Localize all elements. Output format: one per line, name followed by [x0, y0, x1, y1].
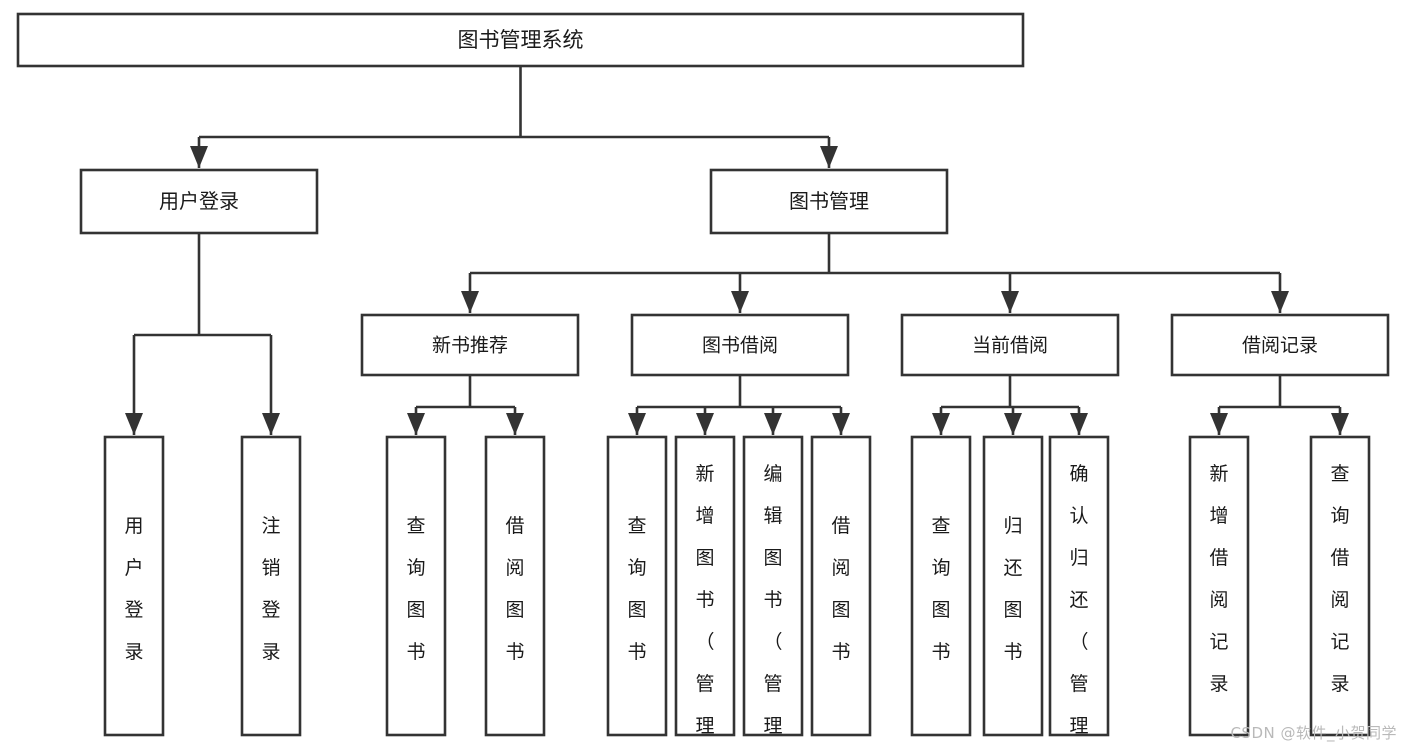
arrow-head-icon: [696, 413, 714, 435]
arrow-head-icon: [832, 413, 850, 435]
arrow-head-icon: [461, 291, 479, 313]
node-3[interactable]: 新书推荐: [360, 313, 580, 377]
leaf-label: 借阅图书: [505, 515, 524, 663]
arrow-head-icon: [1070, 413, 1088, 435]
arrow-head-icon: [820, 146, 838, 168]
arrow-head-icon: [1331, 413, 1349, 435]
arrow-head-icon: [1001, 291, 1019, 313]
leaf-node[interactable]: 借阅图书: [810, 435, 872, 737]
leaf-node[interactable]: 注销登录: [240, 435, 302, 737]
node-label: 图书借阅: [702, 335, 778, 357]
node-layer: 图书管理系统用户登录图书管理新书推荐图书借阅当前借阅借阅记录用户登录注销登录查询…: [16, 12, 1390, 747]
arrow-head-icon: [262, 413, 280, 435]
leaf-label: 用户登录: [124, 515, 143, 663]
leaf-label: 新增图书（管理员）: [695, 463, 714, 747]
arrow-head-icon: [125, 413, 143, 435]
node-3[interactable]: 借阅记录: [1170, 313, 1390, 377]
arrow-head-icon: [407, 413, 425, 435]
leaf-label: 注销登录: [261, 515, 280, 663]
node-label: 用户登录: [159, 189, 239, 213]
leaf-node[interactable]: 新增借阅记录: [1188, 435, 1250, 737]
leaf-node[interactable]: 编辑图书（管理员）: [742, 435, 804, 747]
arrow-head-icon: [506, 413, 524, 435]
node-label: 当前借阅: [972, 335, 1048, 357]
node-label: 新书推荐: [432, 335, 508, 357]
leaf-node[interactable]: 查询借阅记录: [1309, 435, 1371, 737]
watermark-text: CSDN @软件_小贺同学: [1230, 724, 1397, 742]
node-3[interactable]: 图书借阅: [630, 313, 850, 377]
node-label: 借阅记录: [1242, 335, 1318, 357]
arrow-head-icon: [628, 413, 646, 435]
leaf-node[interactable]: 查询图书: [606, 435, 668, 737]
leaf-label: 确认归还（管理员）: [1069, 463, 1088, 747]
leaf-node[interactable]: 新增图书（管理员）: [674, 435, 736, 747]
arrow-head-icon: [190, 146, 208, 168]
leaf-node[interactable]: 用户登录: [103, 435, 165, 737]
arrow-head-icon: [1004, 413, 1022, 435]
leaf-label: 查询图书: [406, 515, 425, 663]
leaf-label: 查询图书: [931, 515, 950, 663]
leaf-label: 借阅图书: [831, 515, 850, 663]
leaf-node[interactable]: 查询图书: [385, 435, 447, 737]
leaf-label: 归还图书: [1003, 515, 1022, 663]
node-2[interactable]: 图书管理: [709, 168, 949, 235]
connector-layer: [125, 66, 1349, 435]
arrow-head-icon: [932, 413, 950, 435]
leaf-label: 新增借阅记录: [1209, 463, 1228, 695]
arrow-head-icon: [1271, 291, 1289, 313]
leaf-node[interactable]: 借阅图书: [484, 435, 546, 737]
leaf-label: 查询借阅记录: [1330, 463, 1349, 695]
leaf-node[interactable]: 归还图书: [982, 435, 1044, 737]
arrow-head-icon: [1210, 413, 1228, 435]
leaf-label: 查询图书: [627, 515, 646, 663]
arrow-head-icon: [764, 413, 782, 435]
arrow-head-icon: [731, 291, 749, 313]
node-label: 图书管理: [789, 189, 869, 213]
node-3[interactable]: 当前借阅: [900, 313, 1120, 377]
node-2[interactable]: 用户登录: [79, 168, 319, 235]
leaf-label: 编辑图书（管理员）: [763, 463, 782, 747]
node-label: 图书管理系统: [458, 28, 584, 52]
leaf-node[interactable]: 查询图书: [910, 435, 972, 737]
leaf-node[interactable]: 确认归还（管理员）: [1048, 435, 1110, 747]
node-1[interactable]: 图书管理系统: [16, 12, 1025, 68]
